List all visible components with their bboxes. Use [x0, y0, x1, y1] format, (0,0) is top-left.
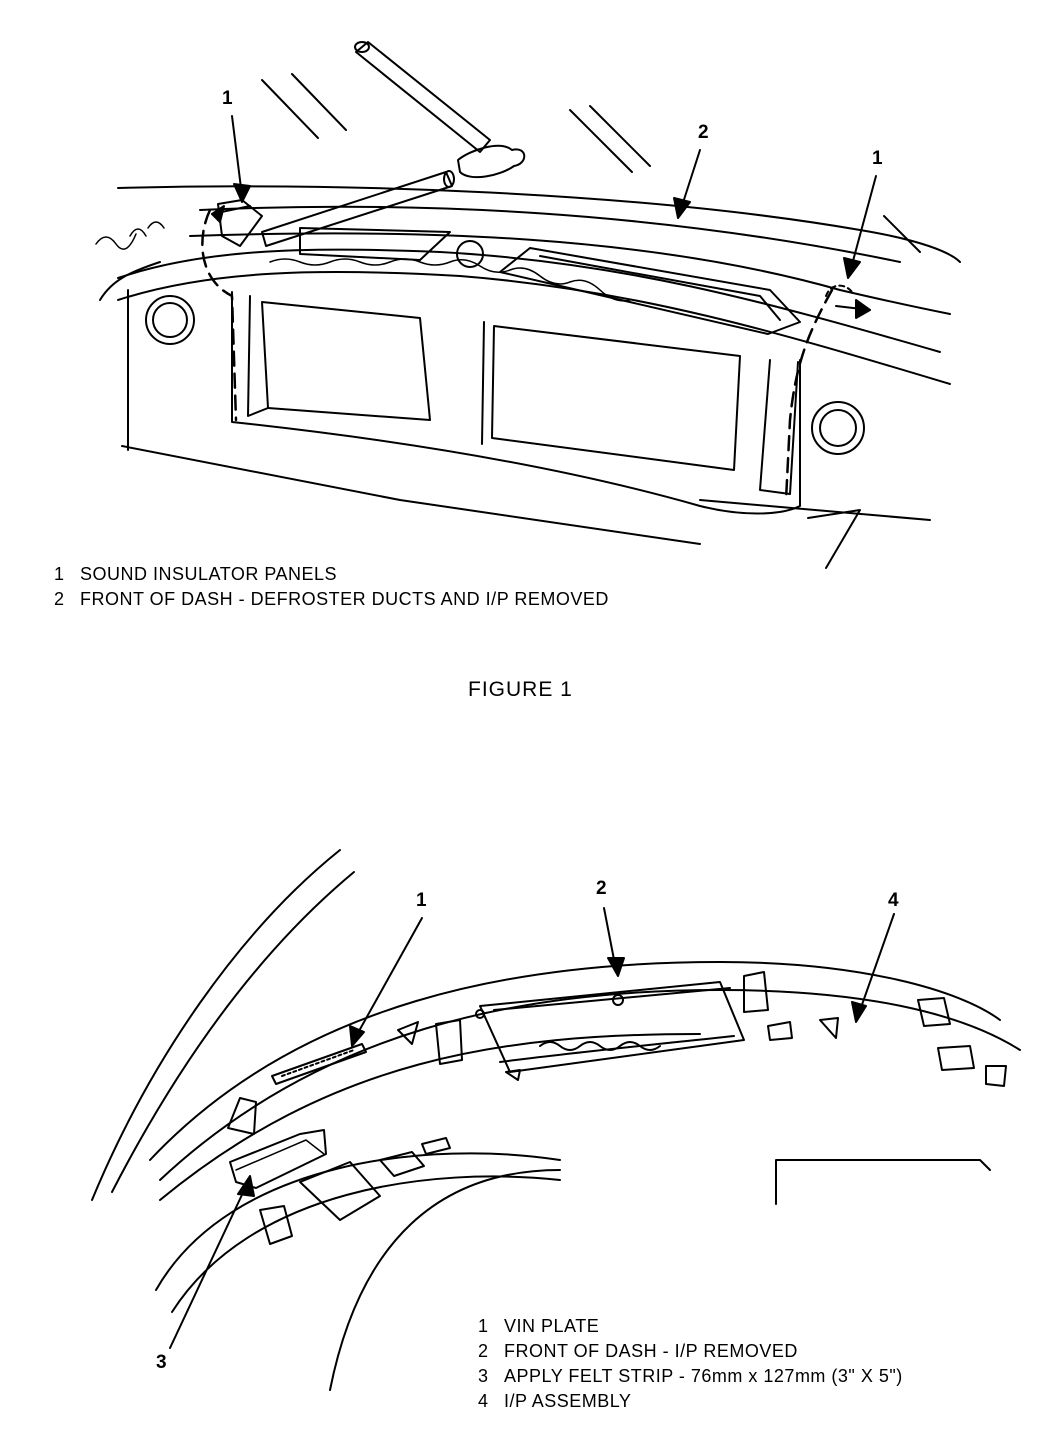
dash2-recess	[479, 981, 745, 1073]
right-panel-outline	[775, 1159, 991, 1205]
a-pillar-inner	[111, 871, 355, 1193]
figure1-caption: FIGURE 1	[468, 678, 573, 701]
hammer-handle	[355, 41, 491, 153]
left-floor-line	[121, 445, 701, 545]
vin-plate	[271, 1043, 367, 1085]
speaker-right-inner	[819, 409, 857, 447]
steering-wheel-arc-inner	[171, 1175, 561, 1313]
hammer-head	[457, 144, 526, 179]
leader-1-left	[231, 115, 243, 197]
sound-insulator-left-fold	[217, 199, 263, 247]
cowl-top-curve	[117, 185, 961, 263]
leader2-3	[169, 1181, 249, 1349]
fig2-callout-3: 3	[156, 1352, 167, 1373]
defroster-opening-left	[299, 227, 451, 261]
bracket-right-c	[985, 1065, 1007, 1087]
leader2-1	[353, 917, 423, 1041]
figure1-drawing	[95, 41, 961, 569]
steering-wheel-arc	[155, 1152, 561, 1291]
dash2-top-curve	[149, 961, 1001, 1161]
speaker-right	[811, 401, 865, 455]
dash2-third-curve	[159, 1033, 701, 1201]
fig1-callout-1-left: 1	[222, 88, 233, 109]
dash-lower-lip	[117, 270, 951, 385]
fig1-callout-1-right: 1	[872, 148, 883, 169]
speaker-left-inner	[152, 302, 188, 338]
leader2-2	[603, 907, 617, 971]
felt-strip	[229, 1129, 327, 1189]
dash-top-edge	[189, 232, 951, 315]
dash2-second-curve	[159, 989, 1021, 1181]
leader2-4	[857, 913, 895, 1017]
left-edge-sketch	[95, 221, 165, 250]
right-bracket	[807, 509, 861, 569]
heater-opening-left	[261, 301, 431, 421]
insulation-wave	[269, 258, 631, 302]
a-pillar-outer	[91, 849, 341, 1201]
dash-panel-outline	[231, 291, 801, 515]
cowl-second-curve	[199, 205, 901, 263]
right-floor-line	[699, 499, 931, 521]
defroster-opening-right	[499, 247, 801, 335]
heater-opening-right	[491, 325, 741, 471]
fig2-callout-2: 2	[596, 878, 607, 899]
fig2-callout-4: 4	[888, 890, 899, 911]
speaker-left	[145, 295, 195, 345]
leader-1-right	[849, 175, 877, 273]
heater-opening-left-inner	[247, 295, 269, 417]
fig2-callout-1: 1	[416, 890, 427, 911]
bracket-right-b	[937, 1045, 975, 1071]
windshield-lines	[261, 73, 921, 253]
heater-opening-right-inner	[481, 321, 485, 445]
dash-upper-lip	[117, 248, 941, 353]
fig1-callout-2: 2	[698, 122, 709, 143]
bracket-left	[227, 1097, 257, 1135]
panel-frame-right	[759, 359, 799, 495]
bracket-right-a	[917, 997, 951, 1027]
dash-hole	[456, 240, 484, 268]
defroster-opening-right-inner	[539, 255, 781, 321]
sound-insulator-right-dashed	[784, 288, 834, 502]
sound-insulator-left-dashed	[201, 208, 238, 422]
